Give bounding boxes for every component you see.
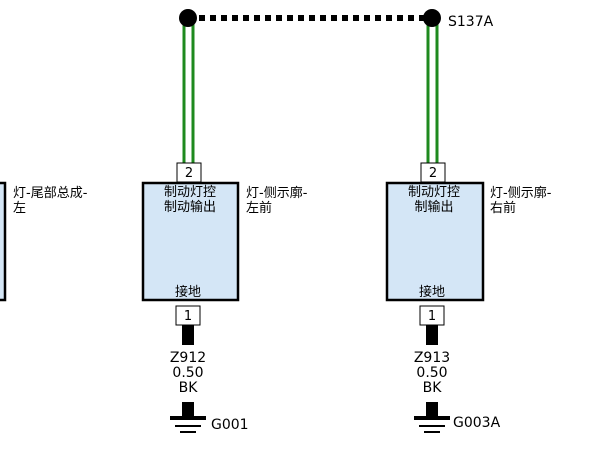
ground-point-label: G001	[211, 417, 249, 433]
component-box	[385, 181, 485, 302]
left-partial-name-line2: 左	[13, 201, 26, 216]
component-box	[141, 181, 240, 302]
pin-bottom-label: 1	[428, 309, 436, 324]
wire-circuit: Z913	[414, 350, 450, 366]
splice-dot-left	[179, 9, 197, 27]
ground-pin-label: 接地	[419, 284, 445, 300]
wire-color: BK	[423, 380, 443, 396]
left-partial-component-box	[0, 181, 7, 302]
wire-to-right-lamp	[426, 22, 439, 163]
ground-wire	[182, 325, 194, 345]
component-right-front-side-marker: 2 制动灯控 制输出 接地 灯-侧示廓- 右前 1 Z913 0.50 BK G…	[385, 162, 552, 433]
component-left-front-side-marker: 2 制动灯控 制动输出 接地 灯-侧示廓- 左前 1 Z912 0.50 BK …	[141, 162, 308, 433]
wire-color: BK	[179, 380, 199, 396]
splice-label: S137A	[448, 14, 494, 30]
ground-pin-label: 接地	[175, 284, 201, 300]
wire-circuit: Z912	[170, 350, 206, 366]
ground-wire	[426, 325, 438, 345]
wire-to-left-lamp	[182, 22, 195, 163]
ground-symbol-icon	[170, 402, 206, 433]
ground-point-label: G003A	[453, 415, 501, 431]
component-name-line1: 灯-侧示廓-	[246, 185, 308, 201]
component-name-line2: 左前	[246, 200, 272, 216]
component-name-line2: 右前	[490, 200, 516, 216]
pin-top-label: 2	[429, 166, 437, 181]
function-label-line1: 制动灯控	[164, 185, 216, 200]
function-label-line2: 制输出	[414, 199, 453, 215]
wire-gauge: 0.50	[172, 365, 203, 381]
ground-symbol-icon	[414, 402, 450, 433]
function-label-line1: 制动灯控	[408, 185, 460, 200]
splice-dot-right	[423, 9, 441, 27]
pin-bottom-label: 1	[184, 309, 192, 324]
component-name-line1: 灯-侧示廓-	[490, 185, 552, 201]
left-partial-name-line1: 灯-尾部总成-	[13, 186, 88, 201]
pin-top-label: 2	[185, 166, 193, 181]
function-label-line2: 制动输出	[164, 199, 216, 215]
wire-gauge: 0.50	[416, 365, 447, 381]
